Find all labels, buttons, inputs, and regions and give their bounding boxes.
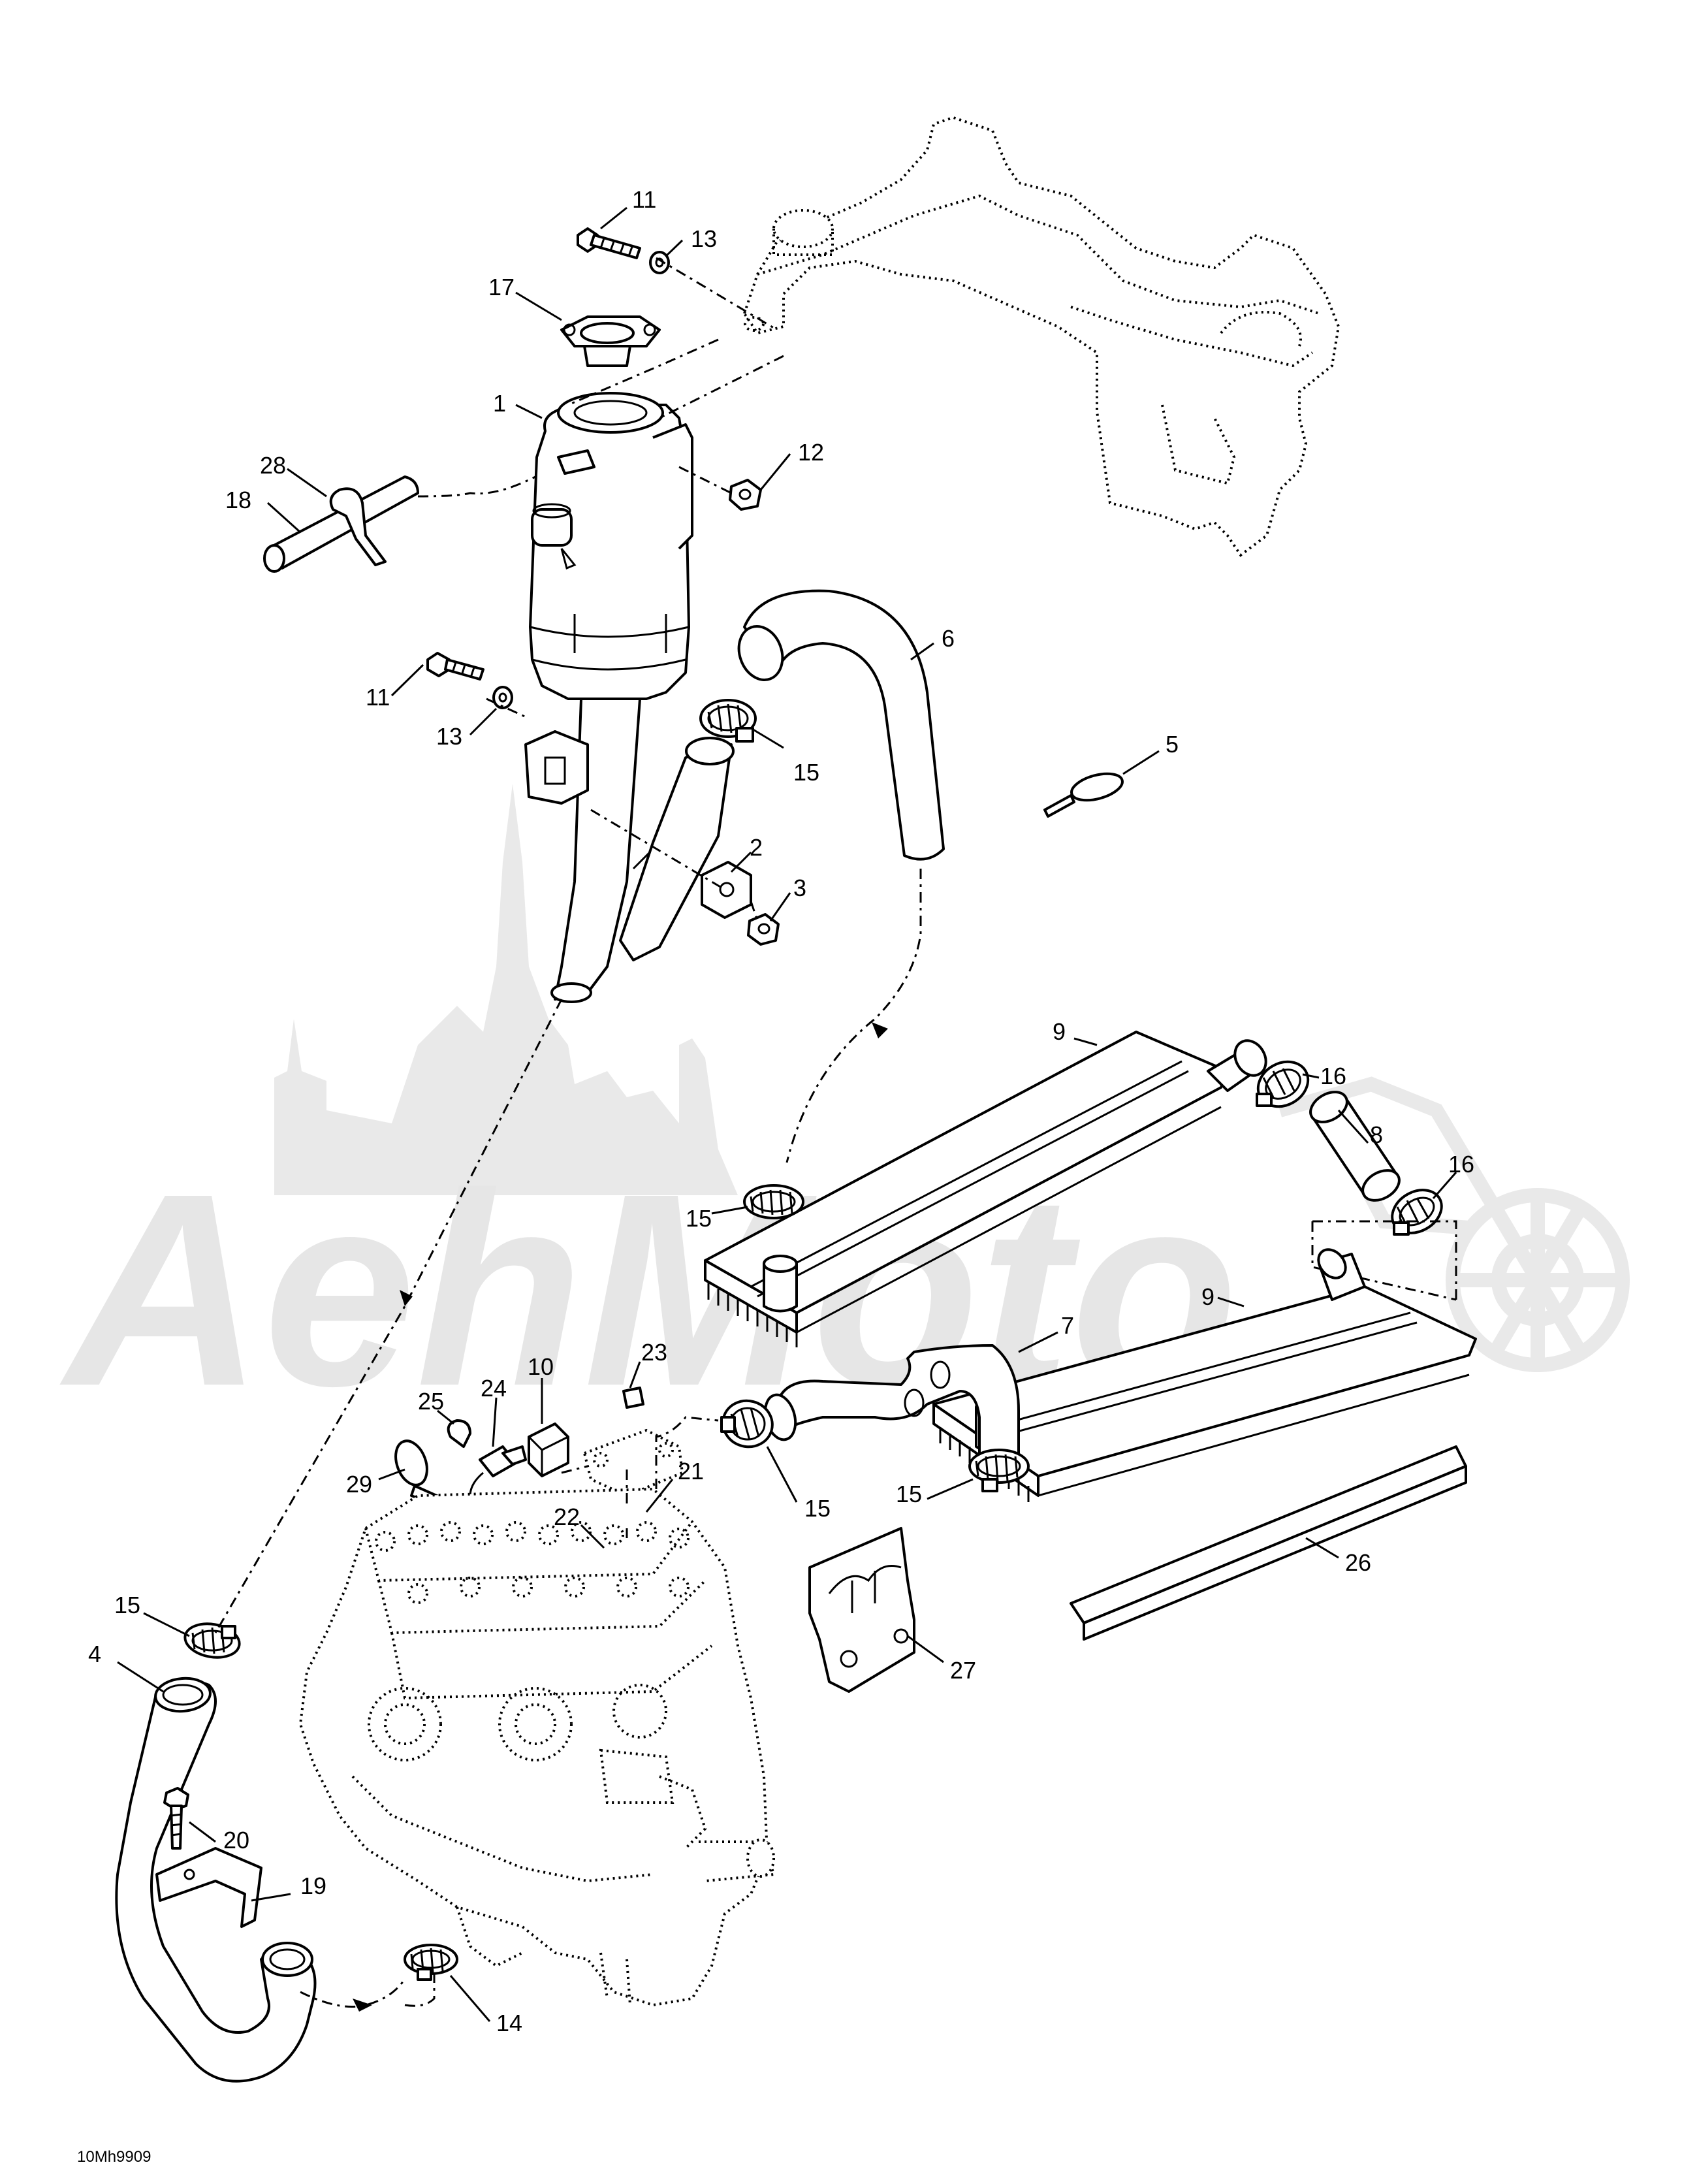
callout-20: 20 [223, 1827, 249, 1854]
connector-10 [528, 1422, 569, 1477]
leader-lines [117, 206, 1457, 2022]
figure-code: 10Mh9909 [77, 2148, 151, 2166]
callouts: 11 13 17 1 28 18 12 6 11 13 15 5 2 3 9 1… [88, 186, 1474, 2036]
callout-29: 29 [346, 1471, 372, 1498]
callout-15e: 15 [114, 1592, 140, 1618]
callout-17: 17 [488, 274, 515, 300]
screw-20 [163, 1787, 189, 1850]
callout-14: 14 [496, 2010, 522, 2036]
callout-11b: 11 [366, 684, 390, 711]
washer-top [649, 251, 670, 274]
callout-1: 1 [493, 390, 506, 417]
callout-2: 2 [750, 834, 763, 861]
flow-arrow-down [400, 1290, 413, 1306]
callout-6: 6 [942, 625, 955, 652]
nut-3 [747, 913, 780, 946]
hose-clamp-16a [1256, 1060, 1310, 1108]
screw-mid [426, 652, 484, 681]
hose-clamp-mid [743, 1184, 804, 1219]
hose-clamp-14 [404, 1944, 458, 1981]
flow-arrow-up [872, 1022, 888, 1038]
callout-10: 10 [528, 1353, 554, 1380]
clip-25 [447, 1419, 471, 1448]
callout-22: 22 [554, 1503, 580, 1530]
flow-lines [214, 257, 922, 2008]
callout-5: 5 [1166, 731, 1179, 758]
screw-top [577, 227, 641, 259]
hose-clamp-upper [699, 699, 757, 743]
tie-wrap [1043, 772, 1124, 818]
hose-clamp-lower-right [968, 1449, 1030, 1492]
reservoir-tank-outline [742, 116, 1341, 557]
square-nut [701, 861, 752, 919]
bracket-19 [155, 1847, 262, 1928]
callout-13b: 13 [436, 723, 462, 750]
callout-28: 28 [260, 452, 286, 479]
coolant-expansion-tank [524, 392, 693, 1003]
flow-arrow-right [353, 1999, 372, 2012]
callout-16a: 16 [1320, 1063, 1346, 1089]
hose-8 [1309, 1091, 1401, 1202]
callout-13: 13 [691, 225, 717, 252]
upper-hose-straight [619, 737, 735, 961]
nut-12 [729, 479, 762, 511]
callout-15c: 15 [804, 1495, 831, 1522]
callout-7: 7 [1061, 1312, 1074, 1339]
radiator-cap [560, 315, 661, 367]
heat-exchanger-upper [704, 1031, 1267, 1347]
connection-dashed-box [1311, 1220, 1457, 1301]
callout-15d: 15 [896, 1481, 922, 1507]
callout-9a: 9 [1053, 1018, 1066, 1045]
callout-12: 12 [798, 439, 824, 466]
hose-clamp-left [183, 1622, 241, 1659]
hose-6 [737, 589, 945, 861]
callout-27: 27 [950, 1657, 976, 1684]
fitting-23 [622, 1387, 644, 1409]
callout-25: 25 [418, 1388, 444, 1415]
callout-15b: 15 [686, 1205, 712, 1232]
callout-16b: 16 [1448, 1151, 1474, 1178]
rail-26 [1070, 1445, 1467, 1641]
hose-clamp-16b [1391, 1189, 1443, 1236]
callout-21: 21 [678, 1458, 704, 1485]
watermark-skyline-icon [274, 784, 738, 1195]
callout-8: 8 [1370, 1121, 1383, 1148]
callout-24: 24 [481, 1375, 507, 1402]
callout-15a: 15 [793, 759, 819, 786]
callout-9b: 9 [1201, 1283, 1214, 1310]
callout-11: 11 [632, 186, 656, 213]
hose-7 [763, 1344, 1020, 1466]
bracket-27 [808, 1527, 915, 1693]
callout-4: 4 [88, 1641, 101, 1667]
callout-19: 19 [300, 1872, 326, 1899]
temperature-sensor [469, 1445, 527, 1549]
thermostat-housing [582, 1428, 684, 1498]
engine-outline [298, 1487, 776, 2007]
callout-18: 18 [225, 487, 251, 513]
vent-hose [263, 475, 419, 573]
hose-clamp-lower-left [720, 1399, 774, 1449]
callout-23: 23 [641, 1339, 667, 1366]
washer-mid [492, 686, 513, 709]
callout-3: 3 [793, 875, 806, 901]
hose-4 [115, 1677, 317, 2083]
callout-26: 26 [1345, 1549, 1371, 1576]
